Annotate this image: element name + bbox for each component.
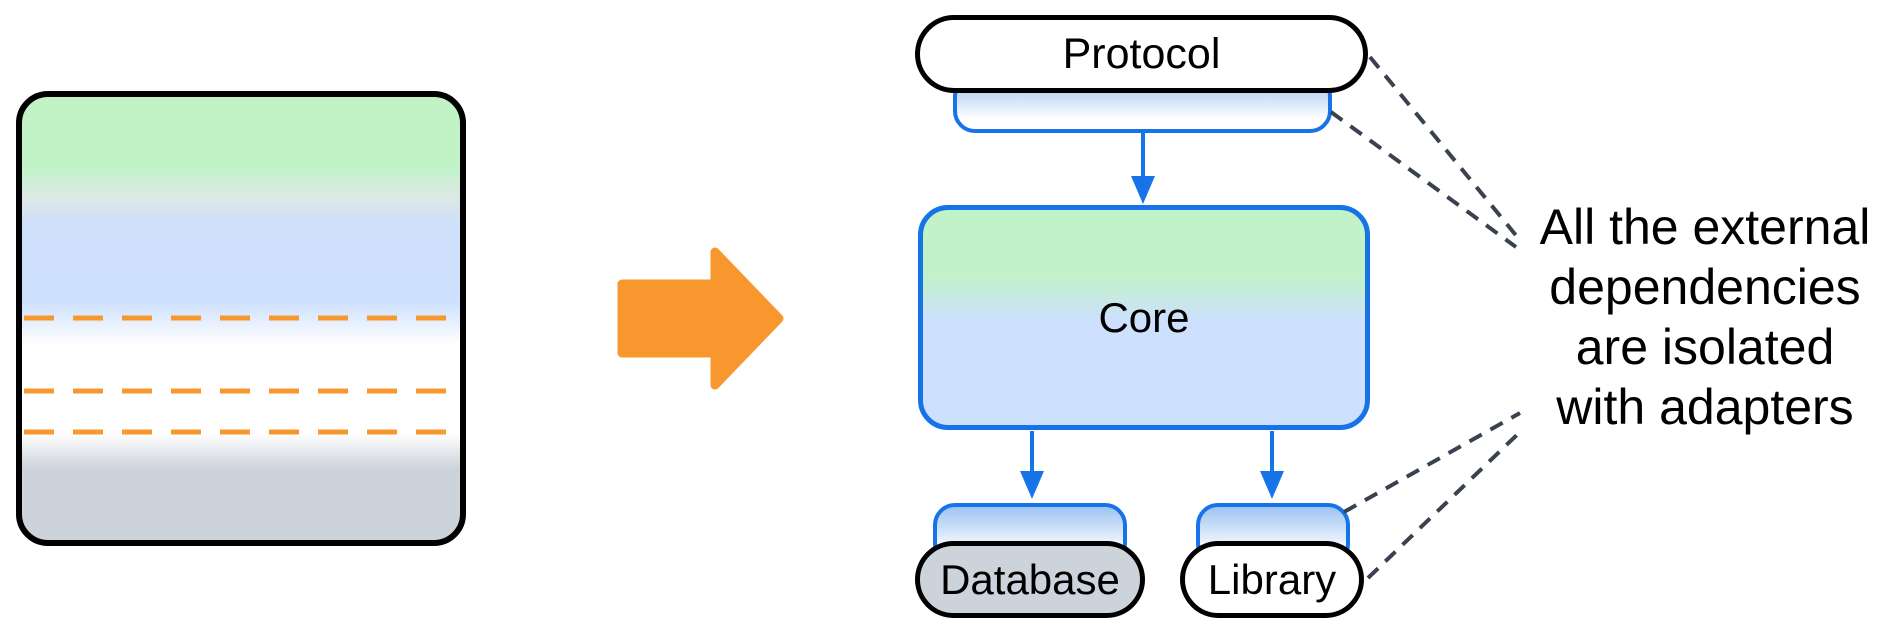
leader-protocol [1368,55,1521,241]
annotation-line: All the external [1539,199,1871,255]
annotation-line: dependencies [1549,259,1861,315]
transform-right-arrow-icon [617,247,784,390]
annotation-line: are isolated [1575,319,1835,375]
leader-library-adapter [1343,411,1521,514]
arrowhead-core-database [1020,471,1044,499]
monolith-layers-box [16,91,466,546]
leader-library [1366,429,1523,580]
annotation-text: All the external dependencies are isolat… [1515,197,1886,437]
core-node: Core [918,205,1370,430]
annotation-line: with adapters [1556,379,1854,435]
library-label: Library [1207,555,1337,603]
core-label: Core [1098,293,1190,341]
protocol-label: Protocol [1062,29,1221,78]
library-node: Library [1180,541,1364,618]
arrowhead-core-library [1260,471,1284,499]
database-label: Database [940,555,1120,603]
protocol-node: Protocol [915,15,1368,93]
database-node: Database [915,541,1145,618]
arrowhead-protocol-core [1131,176,1155,204]
